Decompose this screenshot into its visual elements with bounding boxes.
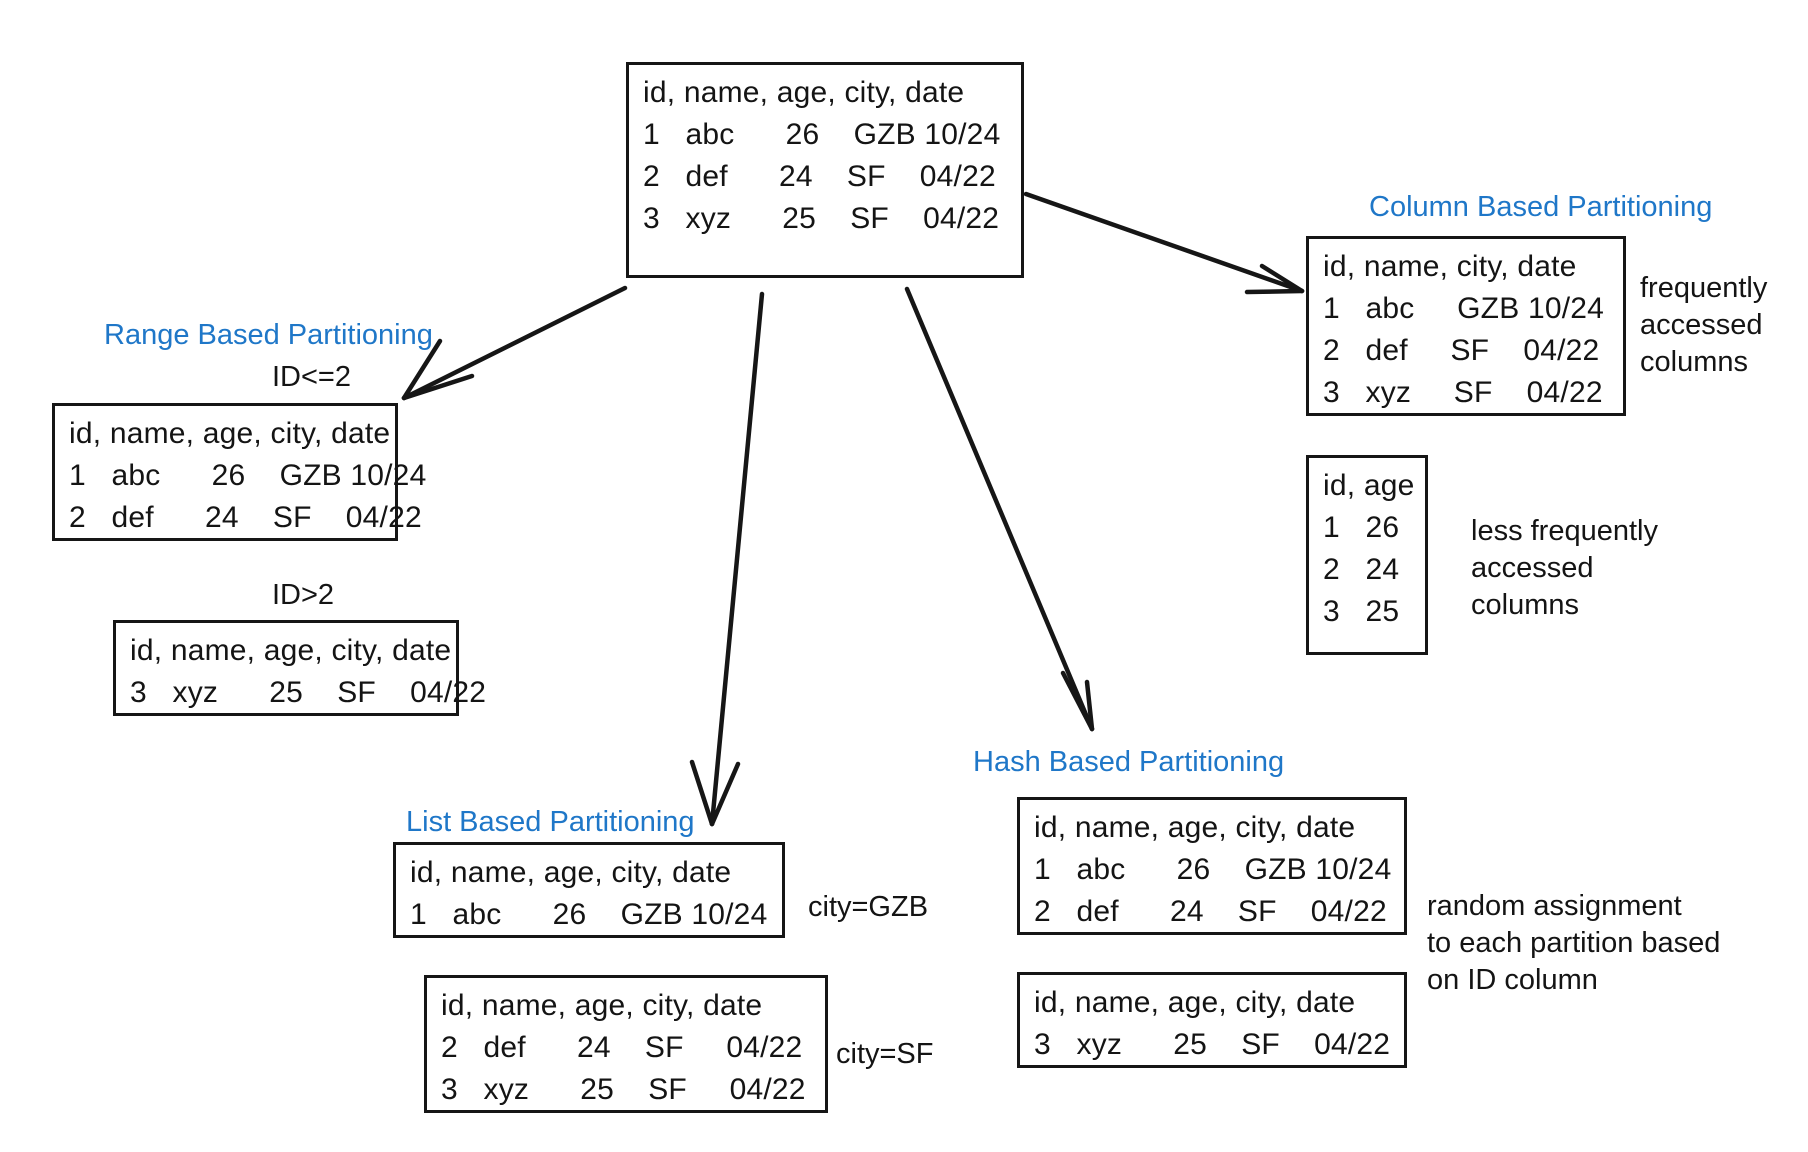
table-row: 1 abc GZB 10/24 — [1323, 292, 1605, 325]
table-row: 2 def 24 SF 04/22 — [69, 501, 422, 534]
arrow-to-hash — [904, 286, 1095, 732]
table-row: 1 abc 26 GZB 10/24 — [410, 898, 768, 931]
list-partition-sf-table: id, name, age, city, date 2 def 24 SF 04… — [424, 975, 828, 1113]
arrow-to-list — [689, 291, 765, 827]
table-row: 1 abc 26 GZB 10/24 — [69, 459, 427, 492]
table-row: 1 abc 26 GZB 10/24 — [643, 118, 1001, 151]
table-row: 2 24 — [1323, 553, 1400, 586]
column-infrequent-note: less frequently accessed columns — [1471, 515, 1658, 621]
hash-note: random assignment to each partition base… — [1427, 890, 1721, 996]
table-row: 1 abc 26 GZB 10/24 — [1034, 853, 1392, 886]
table-row: 2 def 24 SF 04/22 — [643, 160, 996, 193]
table-row: 3 25 — [1323, 595, 1400, 628]
list-city-sf-label: city=SF — [836, 1038, 934, 1070]
table-row: id, name, city, date — [1323, 250, 1577, 283]
column-partition-infrequent-table: id, age 1 26 2 24 3 25 — [1306, 455, 1428, 655]
arrow-to-column — [1023, 191, 1305, 295]
column-partitioning-heading: Column Based Partitioning — [1369, 191, 1713, 223]
range-condition-1-label: ID<=2 — [272, 361, 351, 393]
hash-partition-1-table: id, name, age, city, date 1 abc 26 GZB 1… — [1017, 797, 1407, 935]
table-row: 2 def 24 SF 04/22 — [1034, 895, 1387, 928]
hash-partition-2-table: id, name, age, city, date 3 xyz 25 SF 04… — [1017, 972, 1407, 1068]
column-partition-frequent-table: id, name, city, date 1 abc GZB 10/24 2 d… — [1306, 236, 1626, 416]
range-condition-2-label: ID>2 — [272, 579, 335, 611]
table-row: 3 xyz 25 SF 04/22 — [1034, 1028, 1391, 1061]
table-row: 3 xyz SF 04/22 — [1323, 376, 1603, 409]
table-row: 1 26 — [1323, 511, 1400, 544]
list-partitioning-heading: List Based Partitioning — [406, 806, 695, 838]
table-row: id, name, age, city, date — [410, 856, 732, 889]
table-row: id, name, age, city, date — [1034, 986, 1356, 1019]
range-partition-2-table: id, name, age, city, date 3 xyz 25 SF 04… — [113, 620, 487, 716]
table-row: 3 xyz 25 SF 04/22 — [130, 676, 487, 709]
table-row: 2 def 24 SF 04/22 — [441, 1031, 803, 1064]
table-row: 2 def SF 04/22 — [1323, 334, 1600, 367]
column-frequent-note: frequently accessed columns — [1640, 272, 1768, 378]
table-row: id, name, age, city, date — [441, 989, 763, 1022]
range-partition-1-table: id, name, age, city, date 1 abc 26 GZB 1… — [52, 403, 427, 541]
table-row: id, age — [1323, 469, 1415, 502]
table-row: id, name, age, city, date — [69, 417, 391, 450]
table-row: id, name, age, city, date — [643, 76, 965, 109]
range-partitioning-heading: Range Based Partitioning — [104, 319, 433, 351]
table-row: 3 xyz 25 SF 04/22 — [441, 1073, 806, 1106]
arrow-to-range — [401, 285, 628, 401]
table-row: id, name, age, city, date — [1034, 811, 1356, 844]
list-partition-gzb-table: id, name, age, city, date 1 abc 26 GZB 1… — [393, 842, 785, 938]
table-row: 3 xyz 25 SF 04/22 — [643, 202, 1000, 235]
list-city-gzb-label: city=GZB — [808, 891, 929, 923]
hash-partitioning-heading: Hash Based Partitioning — [973, 746, 1285, 778]
source-table: id, name, age, city, date 1 abc 26 GZB 1… — [626, 62, 1024, 278]
table-row: id, name, age, city, date — [130, 634, 452, 667]
